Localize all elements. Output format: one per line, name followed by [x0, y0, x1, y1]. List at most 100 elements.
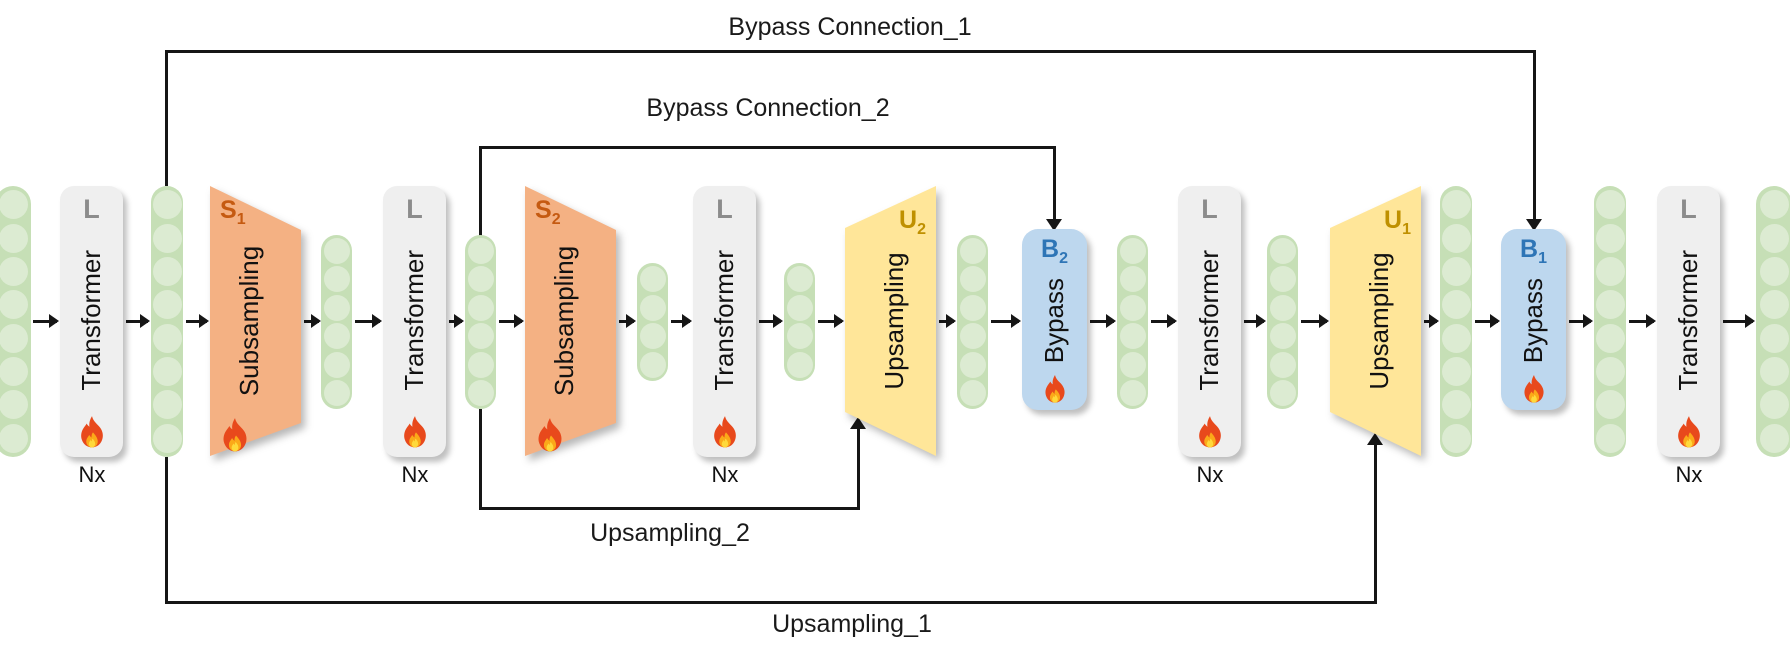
repeat-label: Nx	[1196, 462, 1224, 487]
repeat-label: Nx	[401, 462, 429, 487]
upsampling-block-2: U2 Upsampling	[845, 186, 936, 456]
layer-tag: L	[716, 194, 733, 224]
token-circle	[1269, 351, 1296, 378]
transformer-block-3: L Transformer	[693, 186, 756, 457]
token-circle	[0, 390, 28, 420]
token-circle	[1759, 423, 1789, 453]
token-column	[1594, 186, 1626, 457]
token-circle	[786, 323, 813, 350]
flame-icon	[1519, 374, 1549, 404]
bypass2-arrowhead-icon	[1046, 219, 1062, 231]
flow-arrow	[991, 315, 1021, 327]
upsampling2-line-start	[479, 409, 482, 509]
flow-arrow	[619, 315, 636, 327]
token-circle	[152, 390, 182, 420]
flow-arrow	[355, 315, 382, 327]
flame-icon	[1040, 374, 1070, 404]
transformer-block-5: L Transformer	[1657, 186, 1720, 457]
bypass2-line-start	[479, 148, 482, 236]
token-circle	[0, 423, 28, 453]
flow-arrow	[1090, 315, 1116, 327]
bypass1-line-end	[1533, 50, 1536, 219]
token-circle	[786, 265, 813, 292]
repeat-label: Nx	[78, 462, 106, 487]
upsampling2-line-end	[857, 428, 860, 509]
token-circle	[323, 294, 350, 321]
token-circle	[1441, 256, 1471, 286]
token-circle	[1759, 356, 1789, 386]
flow-arrow	[186, 315, 209, 327]
bypass-tag: B1	[1520, 235, 1547, 267]
token-circle	[323, 266, 350, 293]
flow-arrow	[1629, 315, 1656, 327]
token-circle	[1595, 190, 1625, 220]
repeat-label: Nx	[1675, 462, 1703, 487]
flow-arrow	[1569, 315, 1593, 327]
bypass-block-2: B2 Bypass	[1022, 229, 1087, 410]
token-circle	[467, 323, 494, 350]
token-circle	[1119, 323, 1146, 350]
layer-tag: L	[1680, 194, 1697, 224]
token-circle	[152, 290, 182, 320]
token-circle	[1441, 290, 1471, 320]
bypass-connection-1-label: Bypass Connection_1	[728, 13, 972, 41]
token-circle	[152, 190, 182, 220]
upsampling1-line-end	[1374, 444, 1377, 603]
flow-arrow	[1151, 315, 1177, 327]
token-circle	[323, 351, 350, 378]
bypass1-line-start	[165, 51, 168, 186]
bypass-connection-2-label: Bypass Connection_2	[646, 94, 890, 122]
upsampling-1-label: Upsampling_1	[772, 610, 932, 638]
token-circle	[0, 323, 28, 353]
flow-arrow	[939, 315, 956, 327]
token-circle	[959, 351, 986, 378]
flow-arrow	[818, 315, 844, 327]
flow-arrow	[499, 315, 524, 327]
transformer-block-4: L Transformer	[1178, 186, 1241, 457]
flow-arrow	[671, 315, 692, 327]
subsampling-label: Subsampling	[549, 245, 579, 397]
transformer-label: Transformer	[399, 249, 429, 391]
token-circle	[1119, 237, 1146, 264]
token-circle	[467, 351, 494, 378]
token-column	[151, 186, 183, 457]
token-circle	[467, 237, 494, 264]
token-circle	[786, 352, 813, 379]
upsampling-label: Upsampling	[1364, 252, 1394, 390]
flow-arrow	[126, 315, 150, 327]
token-circle	[786, 294, 813, 321]
subsampling-tag: S2	[535, 196, 561, 228]
token-circle	[1595, 390, 1625, 420]
token-circle	[1595, 356, 1625, 386]
upsampling-label: Upsampling	[879, 252, 909, 390]
token-circle	[152, 223, 182, 253]
token-circle	[152, 323, 182, 353]
subsampling-block-1: S1 Subsampling	[210, 186, 301, 456]
token-circle	[323, 237, 350, 264]
flow-arrow	[1723, 315, 1755, 327]
subsampling-label: Subsampling	[234, 245, 264, 397]
flow-arrow	[1301, 315, 1329, 327]
token-circle	[959, 380, 986, 407]
bypass1-line-horizontal	[165, 50, 1535, 53]
flame-icon	[708, 415, 742, 449]
token-circle	[1759, 390, 1789, 420]
bypass-block-1: B1 Bypass	[1501, 229, 1566, 410]
transformer-block-1: L Transformer	[60, 186, 123, 457]
token-circle	[639, 352, 666, 379]
upsampling-tag: U2	[899, 206, 926, 238]
token-circle	[467, 294, 494, 321]
token-column	[0, 186, 31, 457]
token-circle	[959, 266, 986, 293]
token-column	[637, 263, 668, 381]
token-circle	[0, 190, 28, 220]
token-column	[957, 235, 988, 409]
flow-arrow	[449, 315, 464, 327]
token-column	[1756, 186, 1790, 457]
transformer-block-2: L Transformer	[383, 186, 446, 457]
token-circle	[323, 380, 350, 407]
flow-arrow	[759, 315, 783, 327]
token-circle	[1595, 323, 1625, 353]
token-circle	[0, 256, 28, 286]
token-circle	[1595, 256, 1625, 286]
